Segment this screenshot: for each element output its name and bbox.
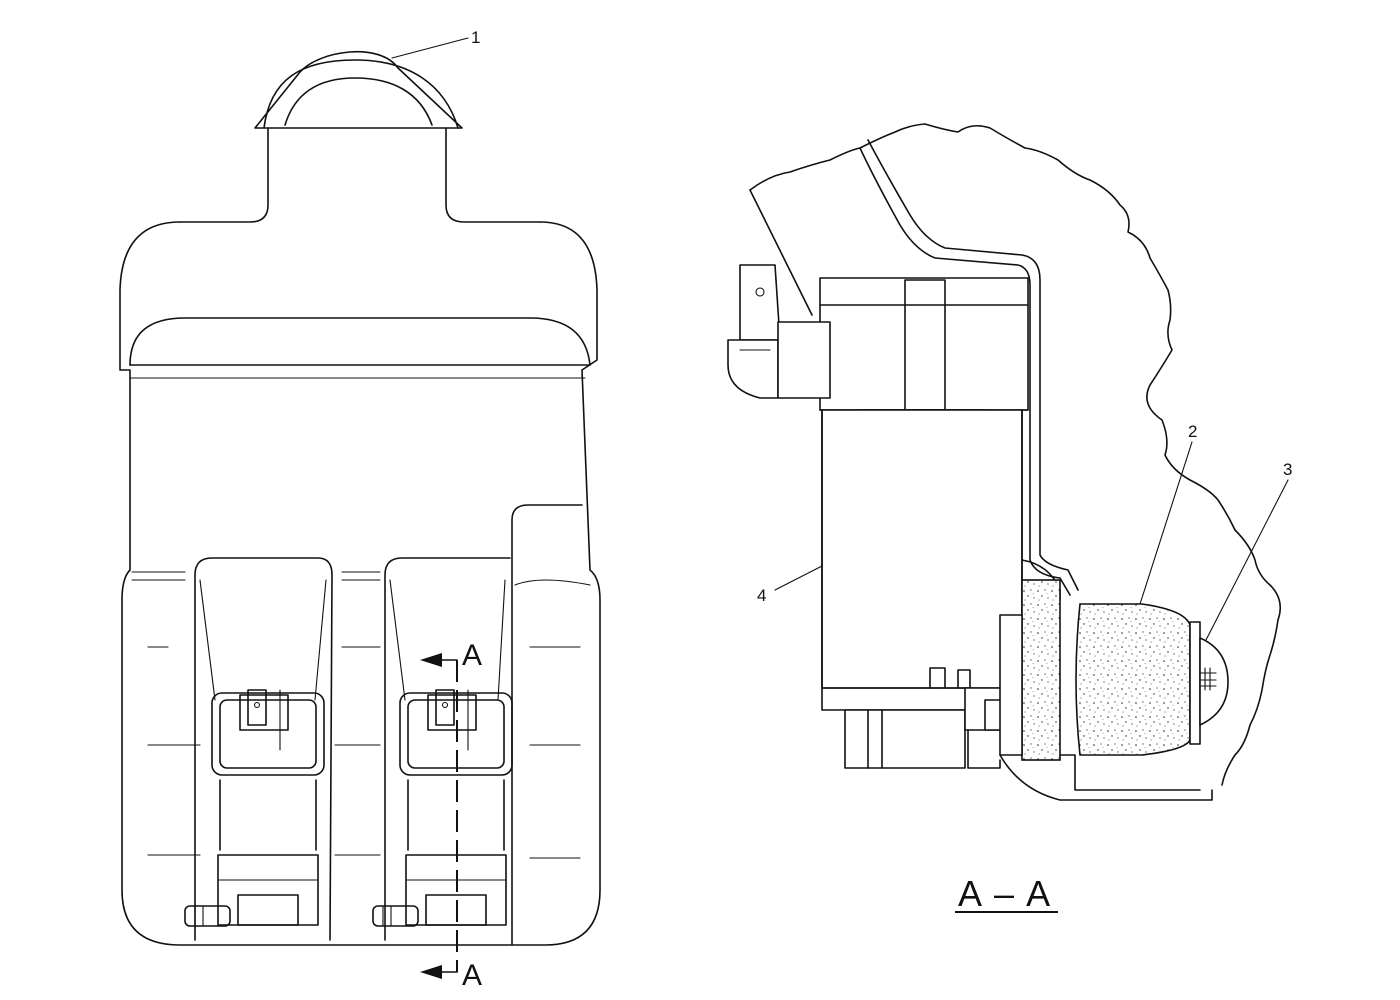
callout-2: 2 [1188, 422, 1197, 441]
pump-left [184, 689, 325, 927]
pump-right [372, 689, 513, 927]
callout-3: 3 [1283, 460, 1292, 479]
reservoir-body [119, 221, 601, 946]
washer-reservoir [119, 50, 601, 946]
callout-1: 1 [471, 28, 480, 47]
leader-line-2 [1139, 441, 1193, 605]
grommet [999, 559, 1213, 801]
section-mark-bottom: A [462, 959, 482, 992]
pump-motor [819, 277, 1029, 689]
section-mark-top: A [462, 639, 482, 672]
filler-cap [254, 50, 463, 129]
callout-4: 4 [757, 586, 766, 605]
leader-line-3 [1205, 479, 1289, 641]
arrow-left-top-icon [420, 653, 442, 667]
arrow-left-bottom-icon [420, 965, 442, 979]
breakout-boundary [749, 123, 1281, 786]
section-title: A – A [958, 873, 1052, 914]
leader-line-1 [391, 37, 469, 59]
section-line: A A [420, 639, 482, 992]
leader-line-4 [774, 565, 823, 591]
pump-base [821, 667, 1006, 769]
filter-screen [1075, 603, 1201, 756]
section-view: 2 3 4 A – A [727, 123, 1292, 914]
inlet-screen [1199, 637, 1229, 726]
terminal-connector [727, 264, 831, 399]
